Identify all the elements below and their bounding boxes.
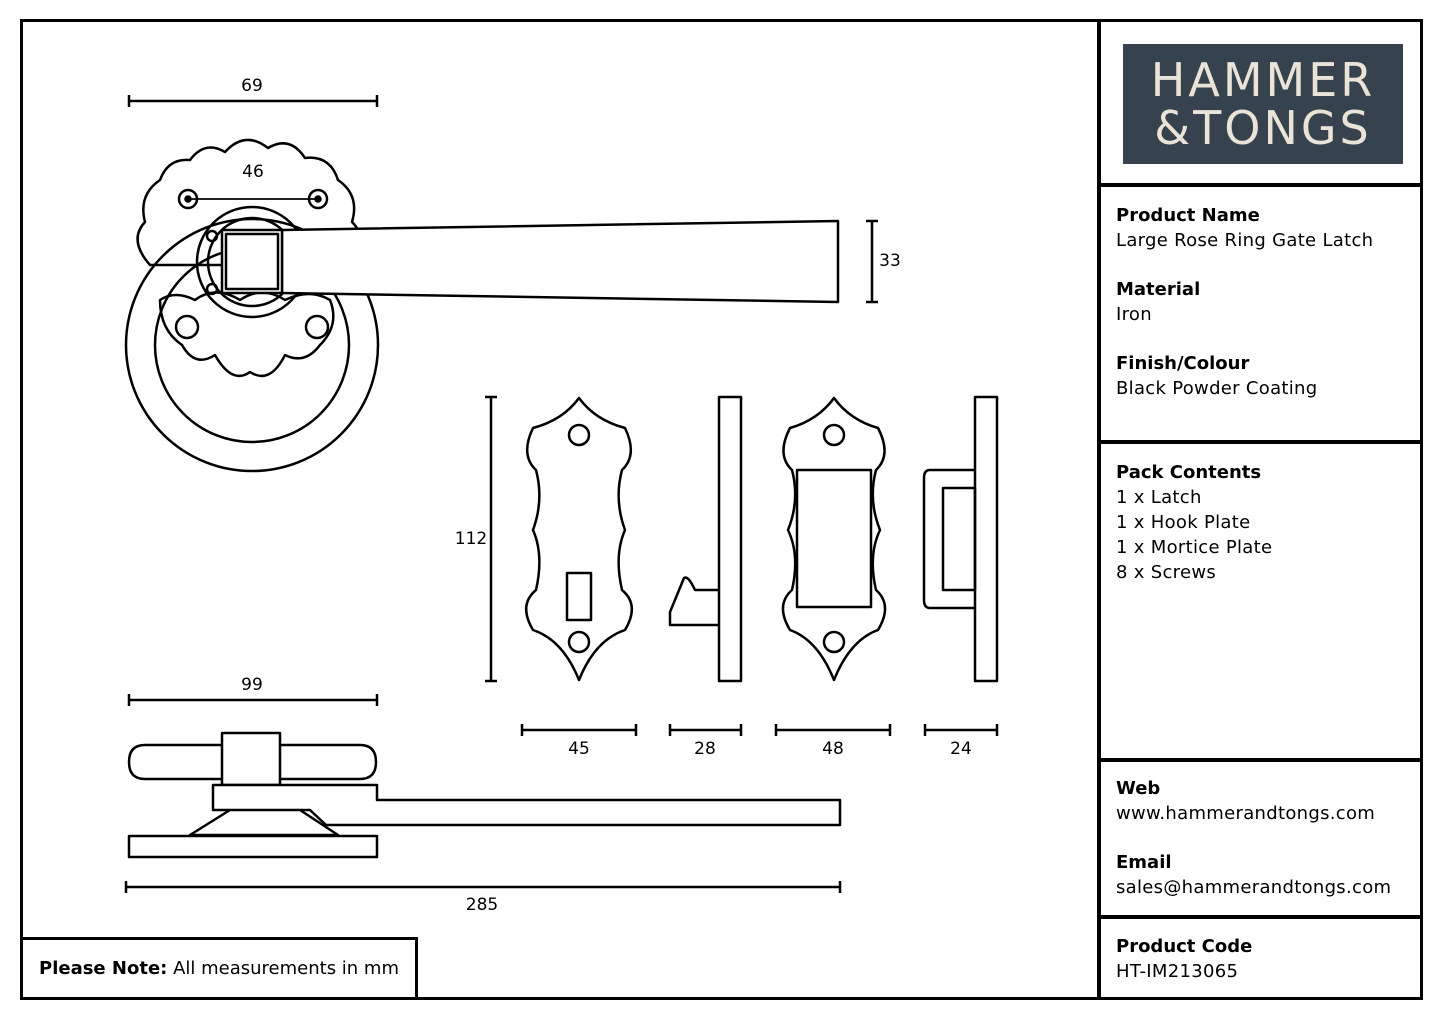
dim-label-28: 28 [694,739,716,759]
dim-line-285 [124,881,842,893]
email-link[interactable]: sales@hammerandtongs.com [1116,877,1392,898]
rose-backplate [136,138,363,267]
pack-item: 1 x Hook Plate [1116,512,1251,533]
note-text: All measurements in mm [167,958,399,979]
material-label: Material [1116,279,1201,300]
dim-line-69 [127,95,379,107]
dim-lines-row [520,724,999,736]
product-code-label: Product Code [1116,936,1253,957]
product-code-value: HT-IM213065 [1116,961,1239,982]
pack-contents-label: Pack Contents [1116,462,1262,483]
hook-plate-front [525,396,633,682]
finish-value: Black Powder Coating [1116,378,1318,399]
product-name-value: Large Rose Ring Gate Latch [1116,230,1374,251]
product-name-label: Product Name [1116,205,1260,226]
email-label: Email [1116,852,1172,873]
logo-section: HAMMER &TONGS [1101,19,1423,187]
material-value: Iron [1116,304,1152,325]
drawing-frame [20,19,1423,1000]
latch-side-view [127,731,842,859]
logo-line-2: &TONGS [1154,101,1372,155]
dim-label-99: 99 [241,675,263,695]
latch-lever [195,205,840,319]
pack-item: 1 x Mortice Plate [1116,537,1273,558]
pack-item: 1 x Latch [1116,487,1202,508]
brand-logo: HAMMER &TONGS [1123,44,1403,164]
mortice-plate-front [781,396,887,682]
dim-label-69: 69 [241,76,263,96]
note-label: Please Note: [39,958,168,979]
pack-section: Pack Contents 1 x Latch 1 x Hook Plate 1… [1101,444,1423,762]
mortice-plate-side [922,395,999,683]
dim-label-48: 48 [822,739,844,759]
dim-label-112: 112 [454,529,488,549]
dim-label-285: 285 [465,895,499,915]
dim-label-33: 33 [879,251,901,271]
pack-item: 8 x Screws [1116,562,1217,583]
web-label: Web [1116,778,1161,799]
logo-line-1: HAMMER [1150,53,1376,107]
dim-line-99 [127,694,379,706]
product-section: Product Name Large Rose Ring Gate Latch … [1101,187,1423,444]
dim-line-33 [866,219,878,304]
dim-label-46: 46 [242,162,264,182]
dim-line-112 [485,395,497,683]
finish-label: Finish/Colour [1116,353,1250,374]
contact-section: Web www.hammerandtongs.com Email sales@h… [1101,762,1423,919]
web-link[interactable]: www.hammerandtongs.com [1116,803,1376,824]
measurement-note: Please Note: All measurements in mm [20,937,418,1000]
dim-label-45: 45 [568,739,590,759]
info-sidebar: HAMMER &TONGS Product Name Large Rose Ri… [1097,19,1423,1000]
dim-label-24: 24 [950,739,972,759]
code-section: Product Code HT-IM213065 [1101,919,1423,997]
hook-plate-side [668,395,743,683]
